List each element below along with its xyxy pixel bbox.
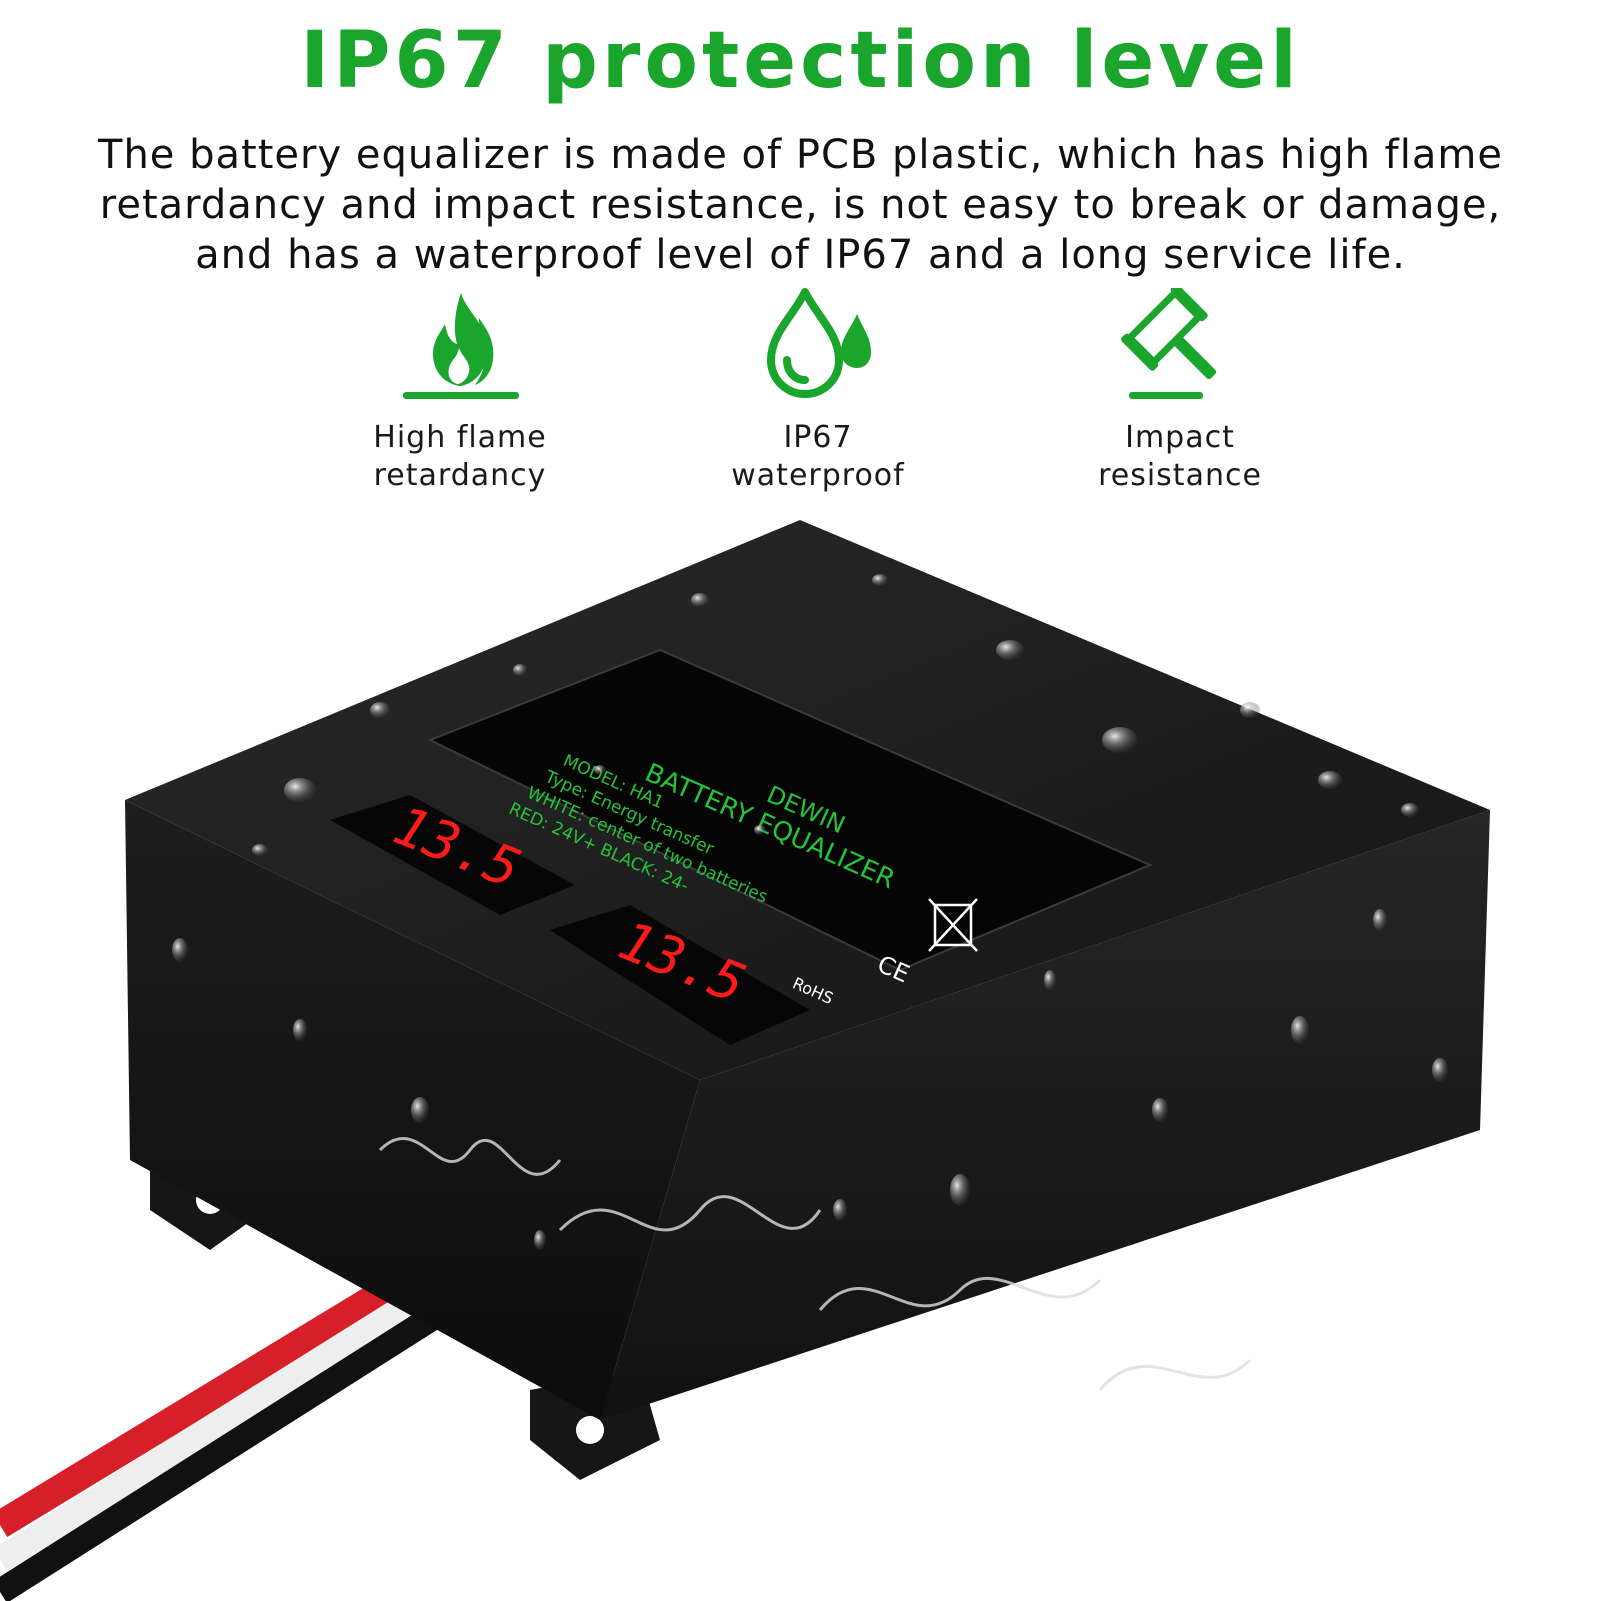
cables	[0, 1258, 467, 1601]
label-panel: DEWIN BATTERY EQUALIZER MODEL: HA1 Type:…	[427, 648, 1153, 1008]
water-splash	[378, 1136, 1252, 1391]
feature-impact-line-2: resistance	[1098, 458, 1262, 493]
product-photo: DEWIN BATTERY EQUALIZER MODEL: HA1 Type:…	[0, 520, 1490, 1601]
feature-row: High flame retardancy IP67 waterproof Im…	[0, 288, 1601, 518]
feature-flame-line-2: retardancy	[373, 458, 547, 493]
feature-waterproof-line-2: waterproof	[731, 458, 905, 493]
feature-waterproof-line-1: IP67	[783, 420, 853, 455]
description: The battery equalizer is made of PCB pla…	[40, 130, 1561, 280]
flame-icon	[403, 293, 519, 399]
feature-impact: Impact resistance	[1050, 288, 1310, 495]
description-line-2: retardancy and impact resistance, is not…	[99, 182, 1502, 228]
description-line-3: and has a waterproof level of IP67 and a…	[195, 232, 1406, 278]
device-right-face	[600, 810, 1490, 1420]
water-drop-icon	[767, 288, 871, 398]
headline: IP67 protection level	[300, 16, 1301, 106]
weee-bin-icon	[928, 898, 978, 952]
feature-flame: High flame retardancy	[330, 288, 590, 495]
feature-impact-line-1: Impact	[1125, 420, 1235, 455]
gavel-icon	[1121, 288, 1217, 399]
description-line-1: The battery equalizer is made of PCB pla…	[98, 132, 1503, 178]
water-droplets	[172, 574, 1448, 1250]
feature-flame-line-1: High flame	[373, 420, 547, 455]
feature-waterproof: IP67 waterproof	[688, 288, 948, 495]
